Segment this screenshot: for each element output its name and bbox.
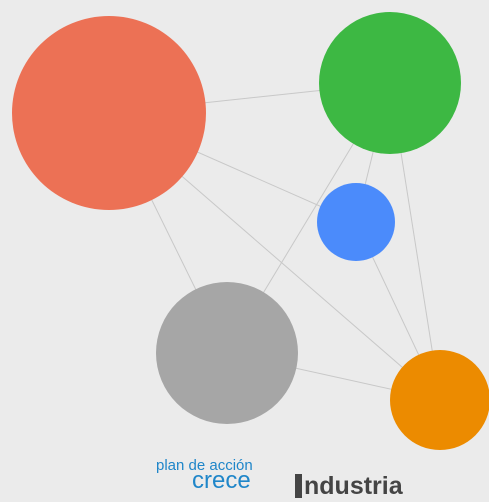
node-blue xyxy=(317,183,395,261)
node-red xyxy=(12,16,206,210)
node-group xyxy=(12,12,489,450)
node-orange xyxy=(390,350,489,450)
node-gray xyxy=(156,282,298,424)
node-green xyxy=(319,12,461,154)
